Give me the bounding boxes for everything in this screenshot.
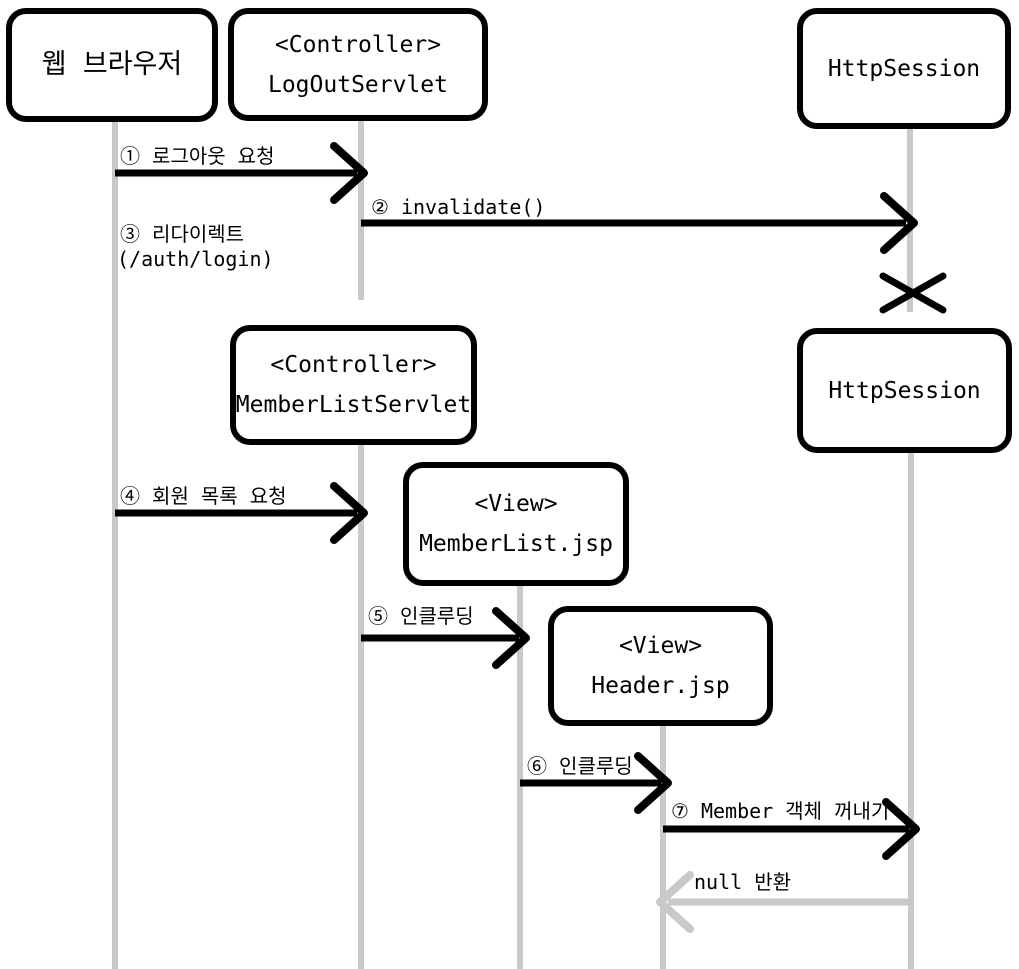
message-label-2: ② invalidate() [371, 195, 546, 219]
lifeline-http-session-2 [908, 452, 914, 969]
return-label-null: null 반환 [694, 870, 792, 894]
actor-label: MemberList.jsp [419, 531, 613, 557]
message-arrow-7 [663, 798, 920, 860]
lifeline-logout-servlet [358, 121, 364, 300]
lifeline-member-list-jsp [517, 586, 523, 969]
return-arrow-null [656, 871, 908, 933]
actor-box-header-jsp: <View> Header.jsp [548, 606, 773, 726]
actor-box-web-browser: 웹 브라우저 [6, 8, 218, 122]
message-label-3: ③ 리다이렉트 [120, 222, 245, 246]
message-label-1: ① 로그아웃 요청 [120, 144, 275, 168]
actor-stereotype: <Controller> [270, 352, 437, 378]
lifeline-member-list-servlet [358, 444, 364, 969]
actor-stereotype: <Controller> [274, 31, 442, 58]
actor-label: LogOutServlet [267, 71, 448, 98]
actor-box-http-session-2: HttpSession [797, 328, 1012, 453]
lifeline-header-jsp [660, 725, 666, 969]
actor-label: MemberListServlet [235, 392, 472, 418]
message-arrow-4 [115, 482, 368, 544]
actor-label: HttpSession [827, 55, 981, 82]
message-arrow-5 [361, 607, 530, 669]
message-arrow-1 [115, 142, 368, 204]
message-arrow-2 [361, 192, 918, 254]
message-label-7: ⑦ Member 객체 꺼내기 [671, 799, 890, 823]
actor-stereotype: <View> [474, 491, 558, 517]
message-label-3-path: (/auth/login) [117, 247, 274, 271]
actor-label: Header.jsp [591, 673, 730, 699]
actor-label: 웹 브라우저 [41, 49, 183, 80]
actor-stereotype: <View> [618, 633, 703, 659]
actor-box-http-session-1: HttpSession [797, 8, 1011, 129]
actor-box-logout-servlet: <Controller> LogOutServlet [228, 8, 488, 121]
message-label-4: ④ 회원 목록 요청 [120, 484, 287, 508]
message-arrow-6 [520, 752, 672, 814]
lifeline-web-browser [112, 122, 118, 969]
actor-label: HttpSession [828, 377, 981, 404]
session-destroy-x-icon [879, 272, 947, 314]
actor-box-member-list-servlet: <Controller> MemberListServlet [230, 325, 477, 445]
actor-box-member-list-jsp: <View> MemberList.jsp [403, 462, 629, 586]
message-label-6: ⑥ 인클루딩 [527, 754, 633, 778]
message-label-5: ⑤ 인클루딩 [368, 604, 474, 628]
